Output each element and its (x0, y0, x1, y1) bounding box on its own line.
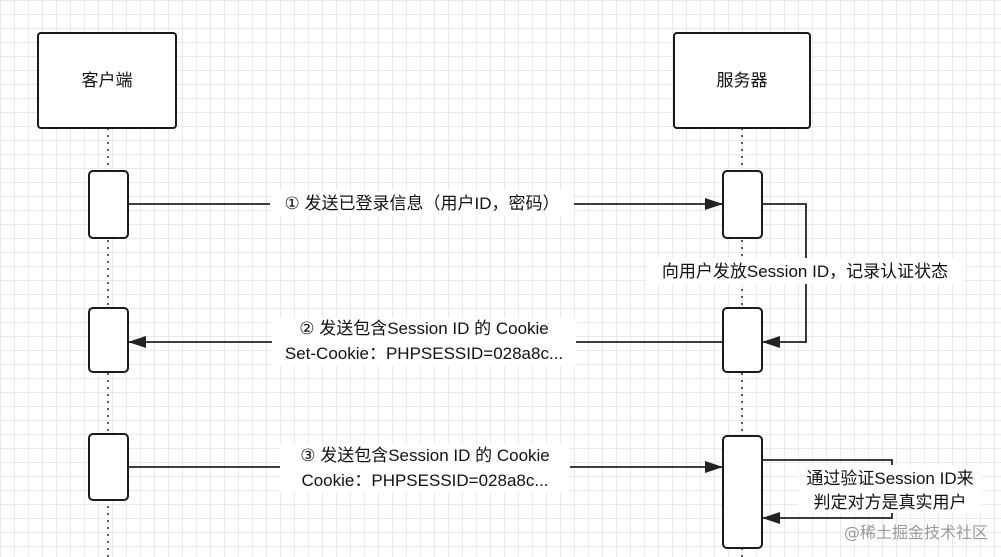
step2-label-line2: Set-Cookie：PHPSESSID=028a8c... (285, 344, 563, 363)
step3-label-line2: Cookie：PHPSESSID=028a8c... (301, 471, 548, 490)
verify-label-line2: 判定对方是真实用户 (814, 493, 967, 512)
client-participant: 客户端 (37, 32, 177, 129)
client-activation-3 (88, 433, 129, 501)
client-activation-1 (88, 170, 129, 239)
server-activation-2 (722, 307, 763, 373)
client-activation-2 (88, 307, 129, 373)
server-label: 服务器 (717, 71, 768, 90)
server-participant: 服务器 (673, 32, 811, 129)
watermark-text: @稀土掘金技术社区 (844, 523, 988, 542)
step3-label-line1: ③ 发送包含Session ID 的 Cookie (300, 446, 550, 465)
client-label: 客户端 (82, 71, 133, 90)
step2-label-line1: ② 发送包含Session ID 的 Cookie (299, 319, 549, 338)
verify-label-line1: 通过验证Session ID来 (806, 469, 973, 488)
server-note-label: 向用户发放Session ID，记录认证状态 (662, 262, 948, 281)
step1-label: ① 发送已登录信息（用户ID，密码） (285, 194, 560, 213)
server-activation-3 (722, 435, 763, 549)
server-activation-1 (722, 170, 763, 239)
